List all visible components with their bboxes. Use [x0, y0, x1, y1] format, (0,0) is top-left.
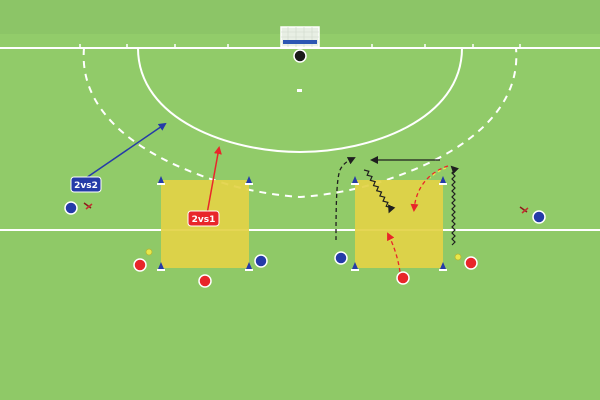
- dark-dribble-left: [363, 169, 396, 214]
- cone-icon: [351, 262, 359, 271]
- cone-icon: [157, 176, 165, 185]
- ball-icon: [145, 248, 153, 256]
- red-player-icon: [464, 256, 478, 270]
- back-line-ticks: [79, 44, 521, 48]
- shooting-circle: [137, 47, 463, 154]
- penalty-spot: [297, 89, 302, 92]
- blue-player-icon: [532, 210, 546, 224]
- pitch-lower-band: [0, 231, 600, 400]
- red-player-icon: [198, 274, 212, 288]
- hockey-goal-icon: [280, 26, 320, 48]
- label-2vs2-text: 2vs2: [74, 181, 98, 191]
- red-dashed-run-bottom: [387, 232, 401, 273]
- right-drill-zone: [355, 180, 443, 268]
- pitch-upper-band: [0, 48, 600, 230]
- hockey-stick-icon: [83, 202, 93, 210]
- dark-dribble-right: [450, 165, 460, 246]
- label-2vs2: 2vs2: [70, 176, 102, 193]
- label-2vs1: 2vs1: [187, 210, 220, 227]
- cones: [157, 176, 447, 271]
- yellow-dashed-pass: [429, 167, 447, 179]
- blue-pass-arrow: [85, 122, 167, 179]
- cone-icon: [245, 176, 253, 185]
- cone-icon: [157, 262, 165, 271]
- red-player-icon: [396, 271, 410, 285]
- players: [64, 201, 546, 288]
- red-pass-arrow: [206, 146, 222, 215]
- cone-icon: [351, 176, 359, 185]
- cone-icon: [439, 176, 447, 185]
- dark-dashed-run-left: [335, 157, 356, 241]
- blue-player-icon: [64, 201, 78, 215]
- red-player-icon: [133, 258, 147, 272]
- dashed-arc: [82, 47, 518, 199]
- goalkeeper-player-icon: [293, 49, 307, 63]
- ball-icon: [454, 253, 462, 261]
- label-2vs1-text: 2vs1: [192, 215, 216, 225]
- blue-player-icon: [334, 251, 348, 265]
- cone-icon: [439, 262, 447, 271]
- hockey-stick-icon: [519, 206, 529, 214]
- blue-player-icon: [254, 254, 268, 268]
- cone-icon: [245, 262, 253, 271]
